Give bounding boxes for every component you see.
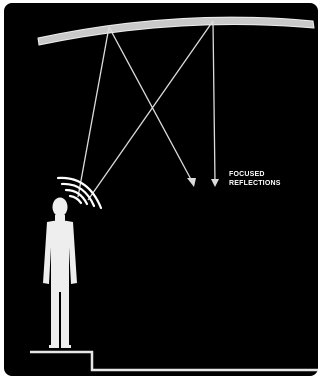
ray-left-up bbox=[78, 27, 109, 197]
arrowhead-right bbox=[211, 179, 219, 187]
sound-rays bbox=[78, 21, 215, 200]
ray-right-down bbox=[213, 21, 215, 183]
caption-line-1: FOCUSED bbox=[229, 170, 281, 179]
stage-floor-line bbox=[30, 352, 318, 370]
ray-right-up bbox=[88, 21, 213, 200]
ray-left-down bbox=[109, 27, 194, 185]
person-icon bbox=[43, 198, 77, 349]
focused-reflections-label: FOCUSED REFLECTIONS bbox=[229, 170, 281, 188]
ray-arrowheads bbox=[187, 178, 219, 187]
arrowhead-left bbox=[187, 178, 196, 187]
curved-ceiling-panel bbox=[38, 17, 314, 45]
caption-line-2: REFLECTIONS bbox=[229, 179, 281, 188]
